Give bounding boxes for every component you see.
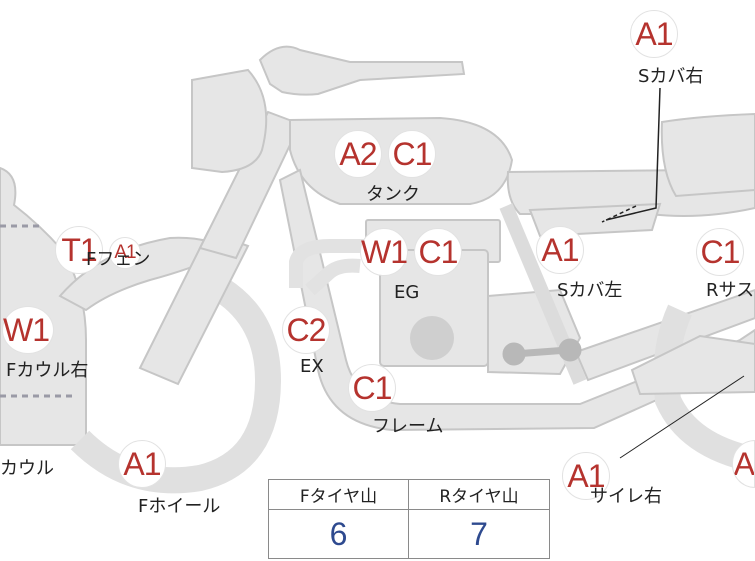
badge-c1-frame: C1: [348, 364, 396, 412]
engine-cover-circle: [410, 316, 454, 360]
rear-tire-header: Rタイヤ山: [409, 480, 549, 510]
label-cowl-partial: カウル: [0, 458, 54, 479]
label-eg: EG: [394, 282, 420, 303]
badge-a1-scover-left: A1: [536, 226, 584, 274]
rear-sus-shape: [630, 334, 755, 396]
badge-c1-tank: C1: [388, 130, 436, 178]
badge-c1-rsus: C1: [696, 228, 744, 276]
tire-tread-table: Fタイヤ山 Rタイヤ山 6 7: [268, 479, 550, 559]
label-ex: EX: [300, 356, 324, 377]
exhaust-shape: [289, 239, 372, 288]
label-side-right: サイレ右: [590, 486, 662, 507]
rear-tire-value: 7: [470, 515, 488, 552]
badge-w1-fcowl: W1: [2, 306, 54, 354]
badge-t1-ffender: T1: [55, 226, 103, 274]
rear-wheel-shape: [653, 304, 755, 473]
badge-a1-side-right: A1: [562, 452, 610, 500]
front-fork-shape: [138, 230, 250, 386]
badge-a-partial-right: A: [732, 440, 755, 488]
badge-c2-ex: C2: [282, 306, 330, 354]
front-tire-value: 6: [269, 510, 409, 558]
badge-a1-fwheel: A1: [118, 440, 166, 488]
label-fcowl-right: Fカウル右: [6, 360, 89, 381]
front-cowl-shape: [0, 166, 87, 446]
label-scover-right: Sカバ右: [638, 66, 704, 87]
label-ffender: Fフェン: [86, 249, 151, 270]
label-rsus: Rサス: [706, 280, 755, 301]
headlight-shape: [191, 68, 268, 174]
label-fwheel: Fホイール: [138, 496, 221, 517]
label-frame: フレーム: [372, 416, 444, 437]
badge-w1-eg: W1: [360, 228, 408, 276]
badge-c1-eg: C1: [414, 228, 462, 276]
badge-a2-tank: A2: [334, 130, 382, 178]
tail-shape: [660, 112, 755, 198]
handlebar-shape: [258, 45, 466, 96]
badge-a1-scover-right: A1: [630, 10, 678, 58]
label-scover-left: Sカバ左: [557, 280, 623, 301]
badge-a1-ffender: A1: [109, 237, 141, 269]
label-tank: タンク: [366, 184, 420, 205]
front-tire-header: Fタイヤ山: [269, 480, 409, 510]
